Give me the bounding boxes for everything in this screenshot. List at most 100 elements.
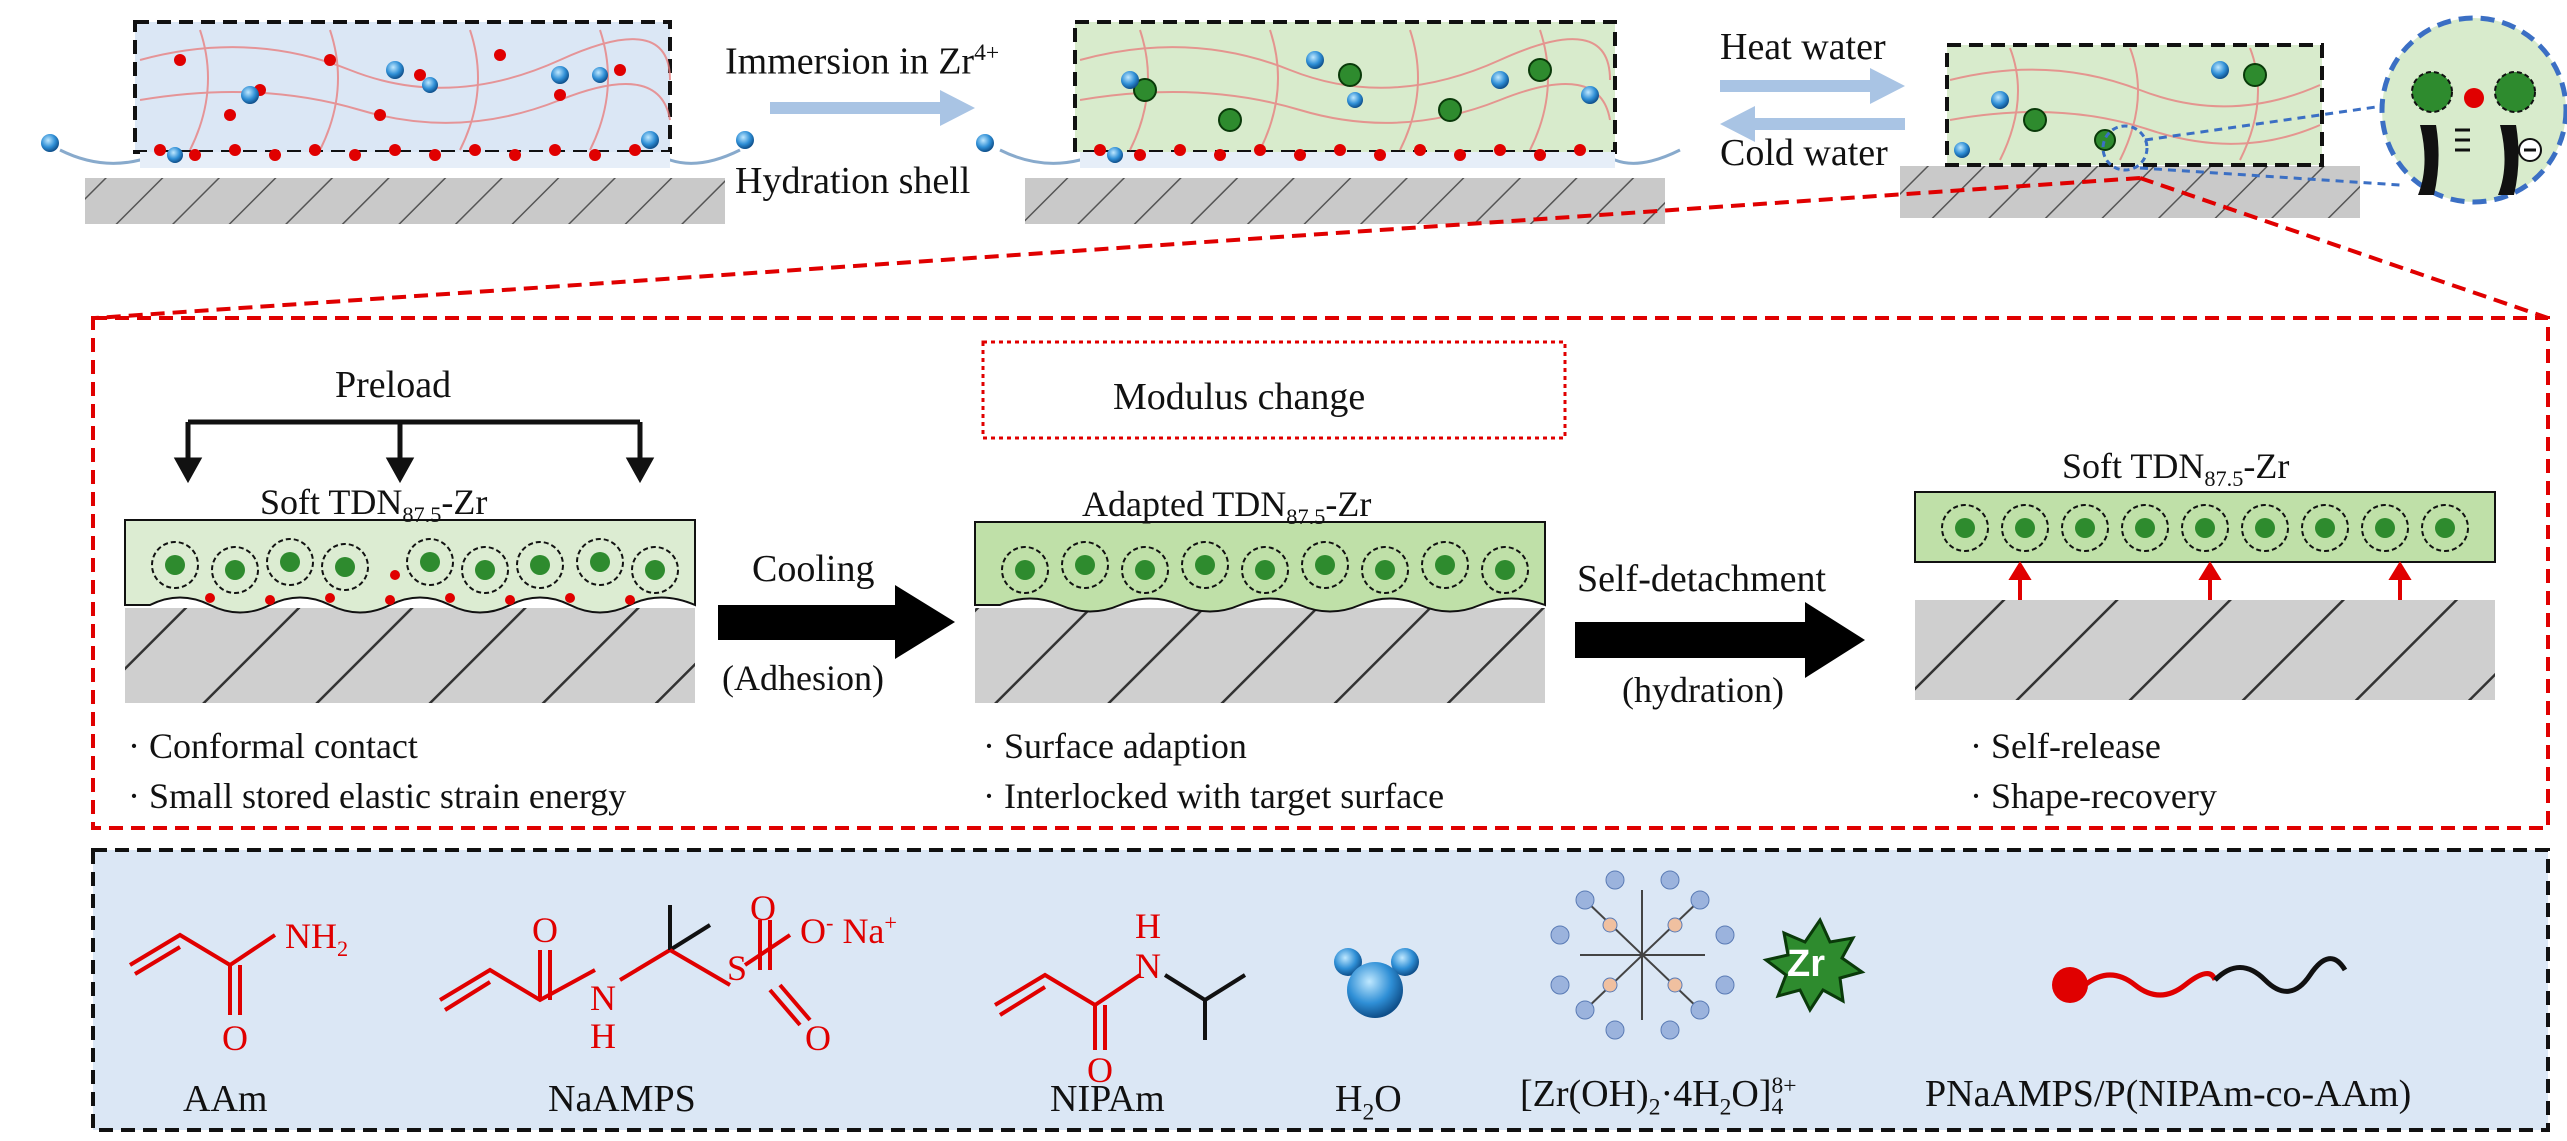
zr-c2: 2 [1648, 1094, 1661, 1121]
nipam-o-label: O [1087, 1050, 1113, 1090]
arrow1-label-sup: 4+ [974, 40, 1000, 66]
hydration-label: (hydration) [1622, 670, 1784, 710]
zoom-inset [2379, 15, 2567, 205]
bullet-1-1: · Conformal contact [128, 726, 418, 766]
naamps-o2-label: O [750, 888, 776, 928]
gel-block-2 [1073, 20, 1617, 154]
water-molecules-3 [1954, 61, 2229, 158]
zr-star-icon [1762, 916, 1866, 1014]
bullet-2-1-text: Surface adaption [1004, 726, 1247, 766]
aam-o-label: O [222, 1018, 248, 1058]
zr-c7: 4 [1771, 1094, 1784, 1121]
panel3-title-sub: 87.5 [2204, 466, 2244, 492]
arrow-self-detachment [1575, 602, 1865, 678]
zr-star-text: Zr [1787, 943, 1825, 985]
nipam-h-label: H [1135, 906, 1161, 946]
polymer-chains-3 [1949, 47, 2321, 161]
cold-water-label: Cold water [1720, 132, 1888, 174]
substrate-3 [1900, 166, 2360, 218]
naamps-caption: NaAMPS [548, 1078, 696, 1120]
naamps-structure [438, 905, 812, 1027]
zoom-circle-small [2101, 124, 2149, 172]
panel2-title-main: Adapted TDN [1082, 484, 1287, 524]
zr-c5: O] [1731, 1073, 1772, 1115]
naamps-h-label: H [590, 1016, 616, 1056]
bullet-3-1: · Self-release [1970, 726, 2161, 766]
zr-complex-structure [1580, 890, 1705, 1020]
polymer-caption: PNaAMPS/P(NIPAm-co-AAm) [1925, 1073, 2412, 1115]
nipam-caption: NIPAm [1050, 1078, 1165, 1120]
h2o-h: H [1335, 1078, 1363, 1120]
h2o-sub: 2 [1362, 1099, 1375, 1126]
gel-panel-1 [124, 519, 696, 614]
panel3-title-suffix: -Zr [2243, 446, 2290, 486]
aam-structure [128, 932, 277, 1015]
bullet-1-2: · Small stored elastic strain energy [128, 776, 627, 816]
arrow-immersion [770, 90, 975, 126]
substrate-panel-2 [975, 608, 1545, 703]
panel3-title: Soft TDN87.5-Zr [2062, 448, 2289, 491]
red-dots-panel-1 [205, 570, 635, 605]
modulus-change-label: Modulus change [1113, 376, 1366, 418]
nipam-n-label: N [1135, 946, 1161, 986]
zr-complex-caption: [Zr(OH)2·4H2O]8+4 [1520, 1073, 1797, 1121]
arrow1-label-text: Immersion in Zr [725, 40, 975, 83]
substrate-panel-1 [125, 608, 695, 703]
zr-c3: ·4H [1660, 1073, 1720, 1115]
hydration-shell-2 [999, 148, 1681, 168]
naamps-na-text: Na [842, 911, 885, 951]
bullet-2-2: · Interlocked with target surface [983, 776, 1445, 816]
modulus-box [981, 340, 1567, 440]
panel3-title-main: Soft TDN [2062, 446, 2205, 486]
red-dots-2 [1094, 144, 1586, 161]
arrow-heat [1720, 68, 1905, 104]
bullet-3-2-text: Shape-recovery [1991, 776, 2217, 816]
panel2-title-suffix: -Zr [1325, 484, 1372, 524]
detail-panel-frame [91, 316, 2550, 830]
arrow-cold [1720, 106, 1905, 142]
bullet-2-1: · Surface adaption [983, 726, 1247, 766]
arrow-cooling [718, 585, 955, 659]
zr-clusters-panel-2 [1001, 541, 1529, 594]
h2o-o: O [1374, 1078, 1402, 1120]
zr-c4: 2 [1719, 1094, 1732, 1121]
naamps-n-label: N [590, 978, 616, 1018]
adhesion-label: (Adhesion) [722, 658, 884, 698]
bullet-2-2-text: Interlocked with target surface [1004, 776, 1445, 816]
panel1-title-sub: 87.5 [402, 502, 442, 528]
naamps-o3-label: O [805, 1018, 831, 1058]
heat-water-label: Heat water [1720, 26, 1886, 68]
nipam-structure [993, 972, 1247, 1050]
naamps-o-minus-text: O [800, 911, 826, 951]
h2o-caption: H2O [1335, 1080, 1402, 1125]
aam-caption: AAm [183, 1078, 268, 1120]
bullet-3-1-text: Self-release [1991, 726, 2161, 766]
arrow1-label: Immersion in Zr4+ [725, 40, 1000, 83]
naamps-plus-sup: + [884, 910, 898, 935]
aam-nh2-sub: 2 [337, 936, 349, 962]
substrate-panel-3 [1915, 600, 2495, 700]
panel1-title: Soft TDN87.5-Zr [260, 484, 487, 527]
hydration-shell-label: Hydration shell [735, 160, 971, 202]
zr-stars-3 [2023, 63, 2267, 151]
naamps-s-label: S [727, 948, 748, 988]
zr-clusters-panel-1 [151, 538, 679, 594]
panel2-title: Adapted TDN87.5-Zr [1082, 486, 1371, 529]
bullet-3-2: · Shape-recovery [1970, 776, 2217, 816]
naamps-o1-label: O [532, 910, 558, 950]
zr-complex-atoms [1550, 870, 1735, 1040]
zr-c1: [Zr(OH) [1520, 1073, 1649, 1115]
naamps-minus-sup: - [826, 910, 834, 935]
aam-nh2-text: NH [285, 916, 337, 956]
naamps-o-minus-label: O- Na+ [800, 910, 898, 951]
zr-c6: 8+ [1771, 1073, 1797, 1100]
bullet-1-2-text: Small stored elastic strain energy [149, 776, 627, 816]
red-dots-1 [154, 49, 641, 161]
water-molecules-2 [976, 51, 1599, 163]
panel1-title-main: Soft TDN [260, 482, 403, 522]
preload-label: Preload [335, 364, 452, 406]
water-molecules-1 [41, 61, 754, 163]
panel1-title-suffix: -Zr [441, 482, 488, 522]
gel-block-1 [133, 20, 672, 154]
